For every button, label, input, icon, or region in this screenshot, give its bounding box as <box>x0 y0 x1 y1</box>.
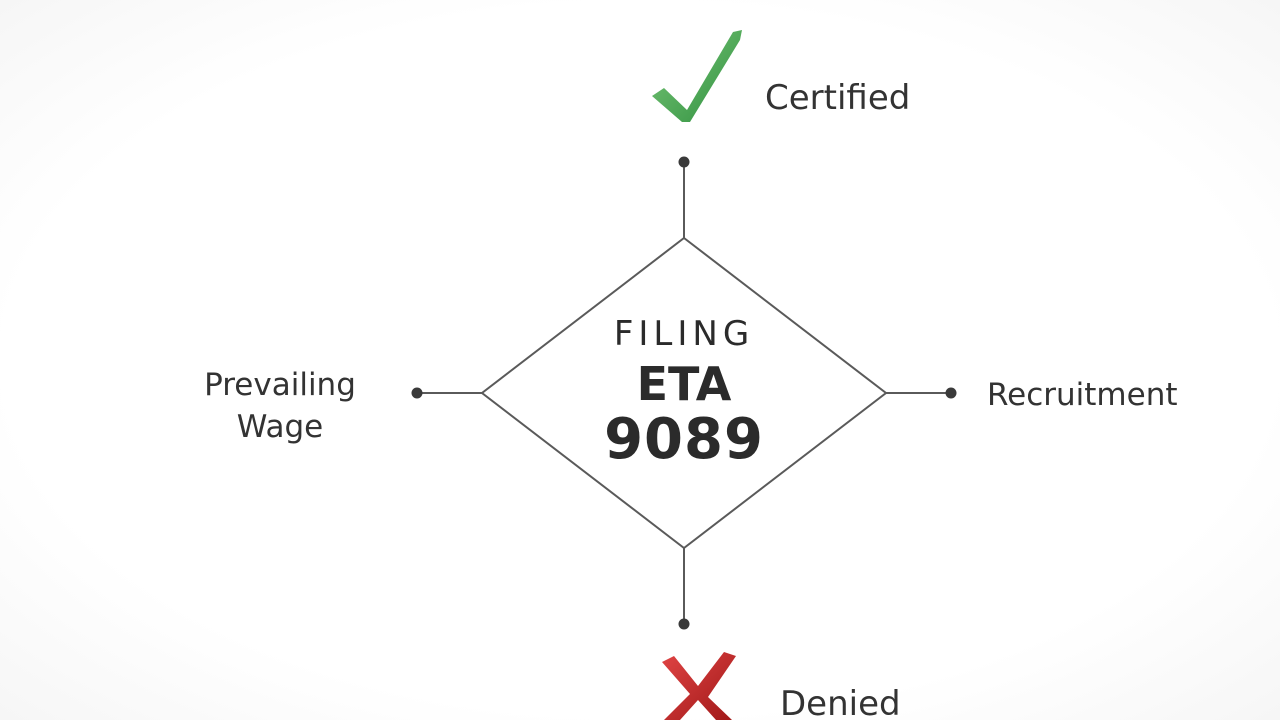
dot-left <box>411 387 423 399</box>
center-line-eta: ETA <box>636 357 732 411</box>
center-title: FILING ETA 9089 <box>584 310 784 470</box>
center-line-filing: FILING <box>613 314 755 354</box>
node-label-recruitment: Recruitment <box>987 377 1178 413</box>
check-icon <box>652 30 742 122</box>
center-line-number: 9089 <box>604 407 764 472</box>
node-label-prevailing-wage: Prevailing Wage <box>204 367 356 445</box>
node-label-denied: Denied <box>780 684 901 720</box>
x-icon <box>662 652 736 720</box>
dot-right <box>945 387 957 399</box>
node-label-certified: Certified <box>765 78 911 118</box>
dot-top <box>678 156 690 168</box>
dot-bottom <box>678 618 690 630</box>
